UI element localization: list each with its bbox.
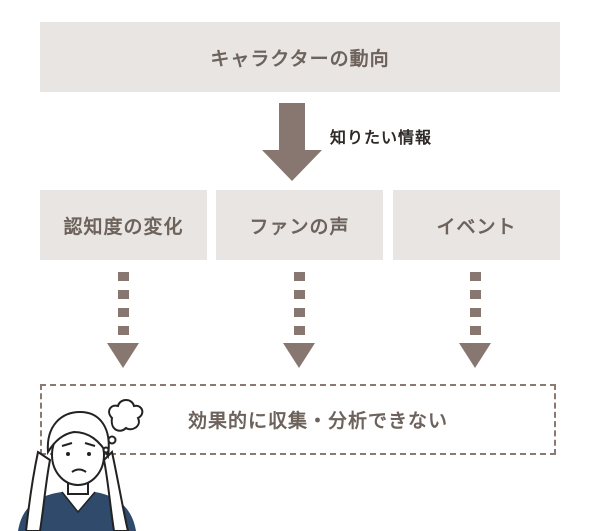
sub-box-event: イベント xyxy=(393,190,560,260)
sub-box-fan-voice: ファンの声 xyxy=(216,190,383,260)
top-box-label: キャラクターの動向 xyxy=(210,47,390,70)
dashed-arrow-2 xyxy=(283,272,315,368)
result-box-label: 効果的に収集・分析できない xyxy=(187,410,448,432)
sub-box-label: 認知度の変化 xyxy=(63,215,184,238)
result-box: 効果的に収集・分析できない xyxy=(40,384,556,455)
dashed-arrow-3 xyxy=(459,272,491,368)
thought-bubble-icon xyxy=(102,399,144,454)
need-info-label: 知りたい情報 xyxy=(330,128,433,147)
sub-box-label: イベント xyxy=(436,215,517,238)
sub-box-label: ファンの声 xyxy=(249,215,350,238)
sub-box-awareness: 認知度の変化 xyxy=(40,190,207,260)
dashed-arrow-1 xyxy=(107,272,139,368)
top-box: キャラクターの動向 xyxy=(40,22,560,92)
main-down-arrow xyxy=(262,103,322,181)
